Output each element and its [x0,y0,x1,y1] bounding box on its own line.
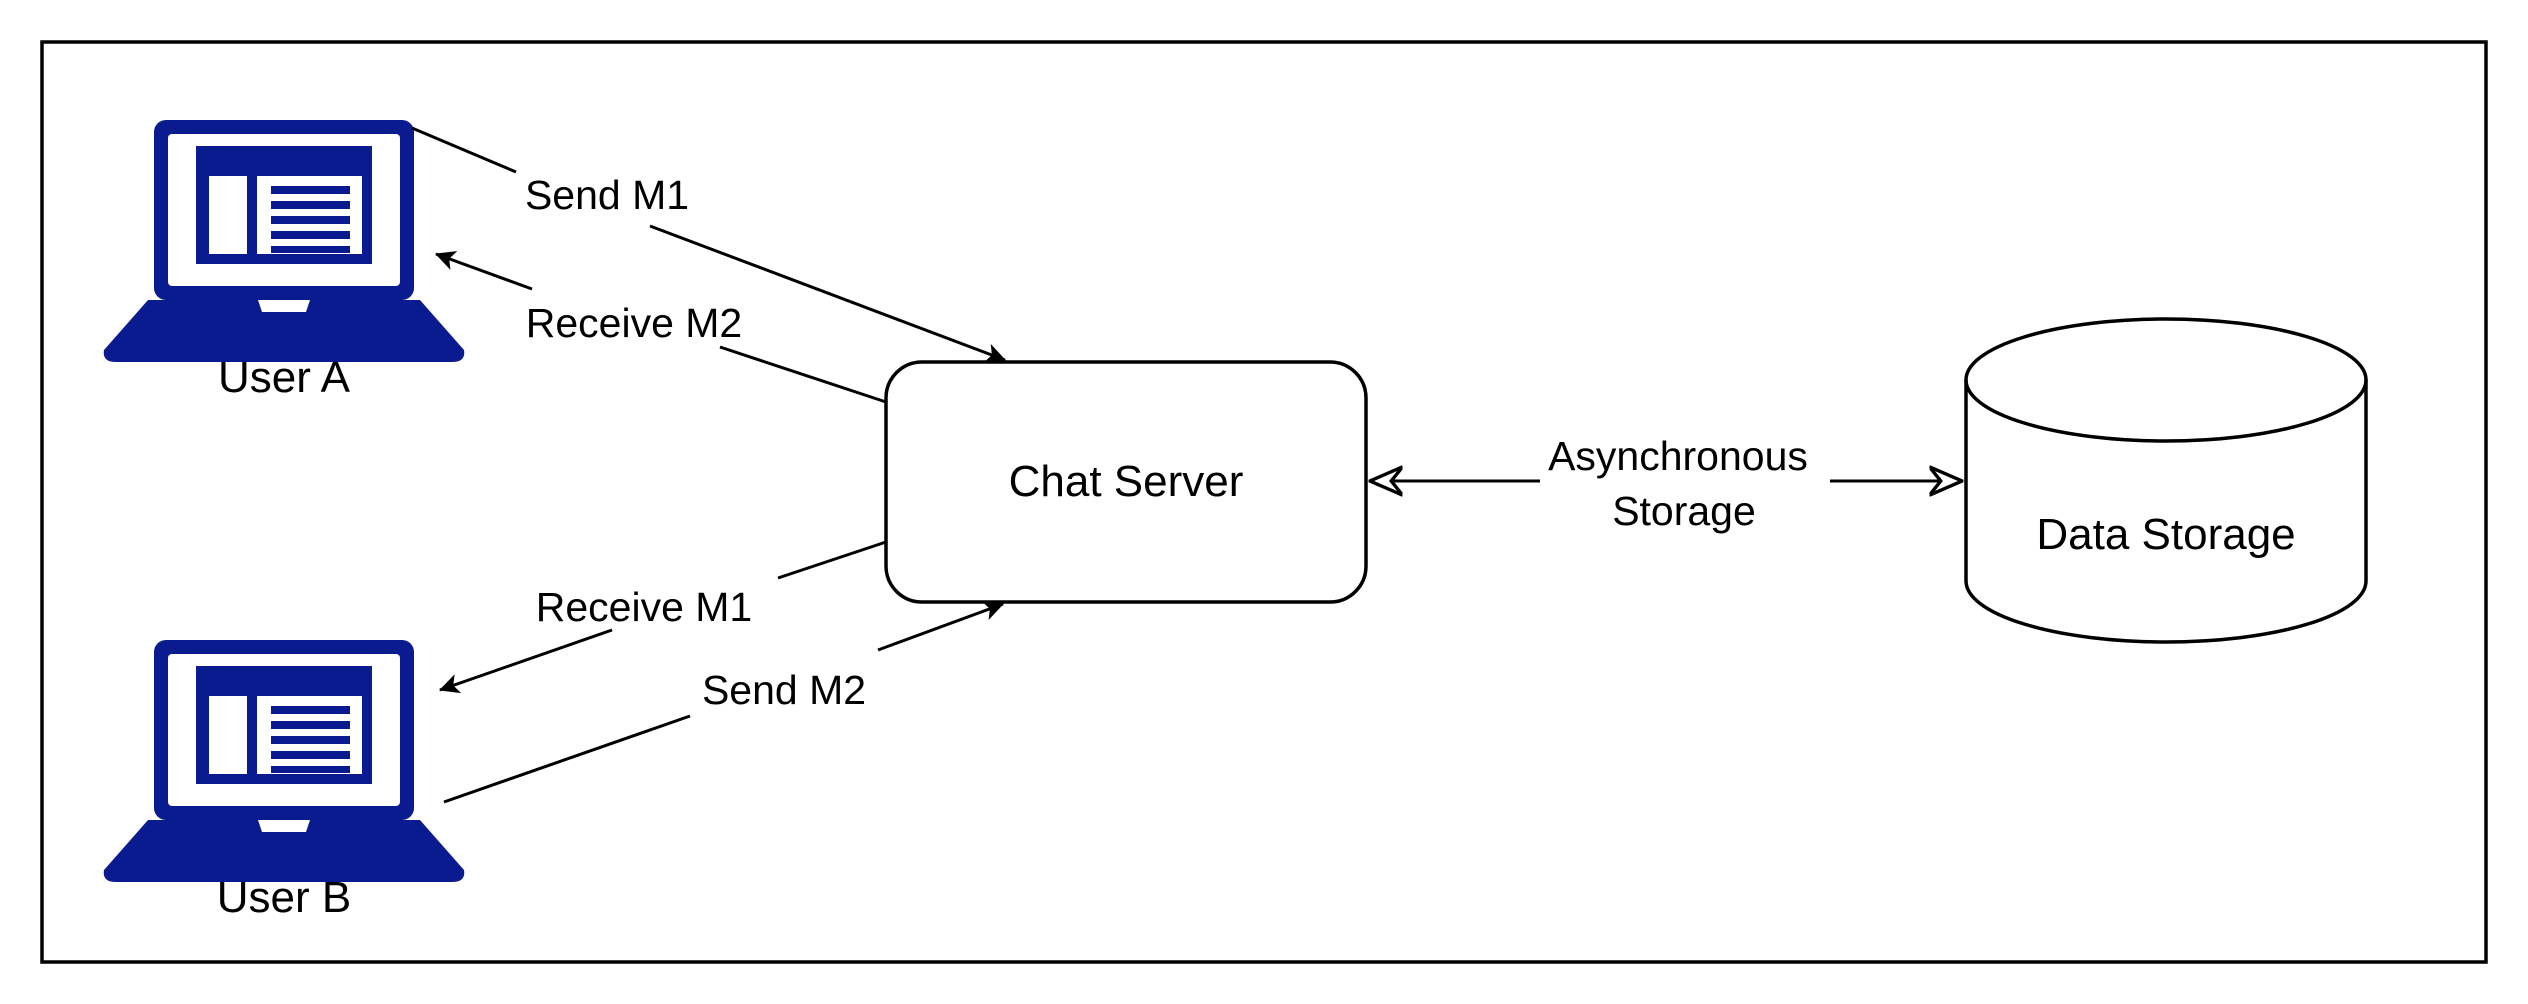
user-b-node: User B [103,640,465,922]
edge-receive-m1-label: Receive M1 [536,584,752,630]
user-a-label: User A [218,353,351,402]
edge-receive-m1-line-a [777,540,887,580]
edge-send-m1-line-a [411,126,517,174]
edge-receive-m2-line-b [435,251,533,291]
chat-server-node: Chat Server [884,360,1368,604]
database-cylinder-rim [1964,379,2368,443]
data-storage-label: Data Storage [2036,510,2295,559]
laptop-icon [103,120,465,362]
edge-receive-m1-line-b [439,628,613,694]
data-storage-node: Data Storage [1964,317,2368,644]
user-b-label: User B [217,873,351,922]
edge-receive-m2-line-a [719,345,887,404]
edge-send-m2-line-b [877,601,1004,652]
edge-send-m1: Send M1 [411,126,1006,363]
edge-async-storage-label-line2: Storage [1612,488,1756,534]
edge-async-storage: Asynchronous Storage [1370,433,1962,534]
chat-server-label: Chat Server [1009,457,1244,506]
edge-send-m2-label: Send M2 [702,667,866,713]
user-a-node: User A [103,120,465,402]
laptop-icon [103,640,465,882]
edge-async-storage-label-line1: Asynchronous [1548,433,1808,479]
edge-receive-m2-label: Receive M2 [526,300,742,346]
edge-send-m1-label: Send M1 [525,172,689,218]
chat-server-box [884,360,1368,604]
edge-receive-m1: Receive M1 [439,540,887,694]
edge-send-m2: Send M2 [443,601,1004,804]
edge-send-m2-line-a [443,714,691,804]
database-cylinder-icon [1964,317,2368,644]
edge-receive-m2: Receive M2 [435,251,887,404]
edge-send-m1-line-b [649,224,1006,363]
